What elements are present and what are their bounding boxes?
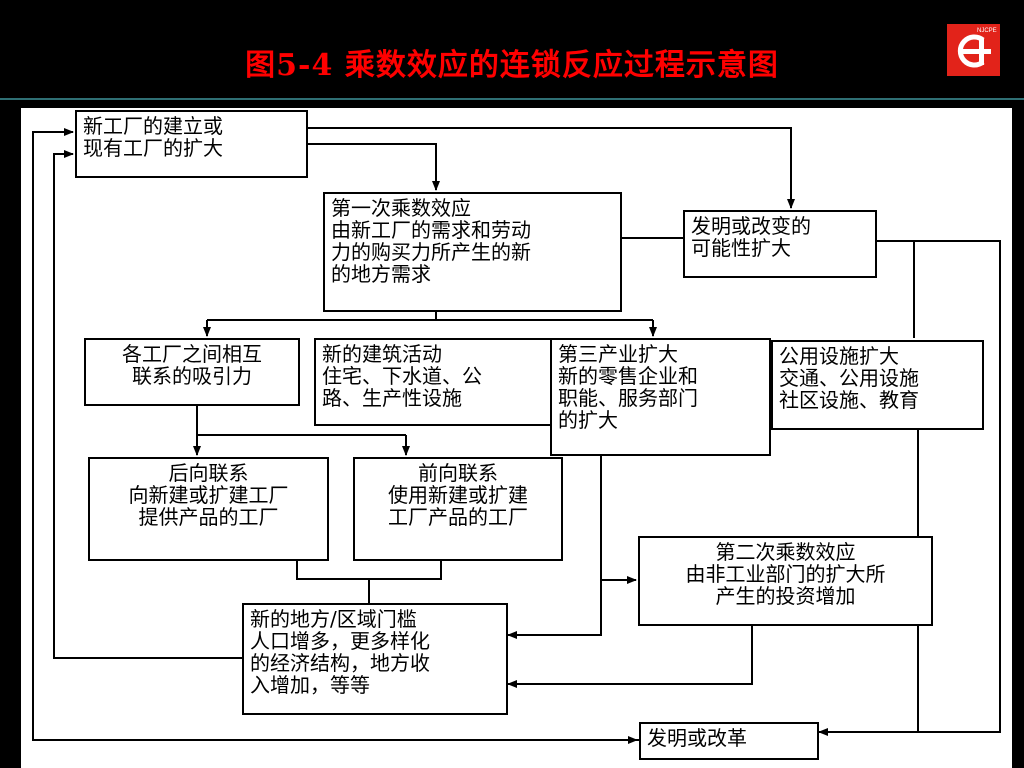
- connector-backward-to-local: [296, 559, 442, 580]
- node-forward: 前向联系 使用新建或扩建 工厂产品的工厂: [353, 457, 563, 561]
- diagram-canvas: 新工厂的建立或 现有工厂的扩大 第一次乘数效应 由新工厂的需求和劳动 力的购买力…: [21, 108, 1012, 768]
- njcpe-logo-icon: NJCPE: [947, 24, 1000, 76]
- node-first-multiplier: 第一次乘数效应 由新工厂的需求和劳动 力的购买力所产生的新 的地方需求: [323, 192, 622, 312]
- node-utilities: 公用设施扩大 交通、公用设施 社区设施、教育: [771, 340, 984, 430]
- header-divider: [0, 98, 1024, 100]
- connector-utilities-to-invention2: [917, 428, 1001, 733]
- connector-tertiary-to-local: [507, 455, 602, 639]
- connector-second-to-local: [507, 625, 753, 688]
- connector-lines: [32, 127, 1001, 744]
- node-new-factory: 新工厂的建立或 现有工厂的扩大: [75, 110, 308, 178]
- node-local-threshold: 新的地方/区域门槛 人口增多，更多样化 的经济结构，地方收 入增加，等等: [242, 603, 508, 715]
- connector-factory-to-invention: [306, 127, 795, 209]
- logo-text: NJCPE: [977, 28, 997, 34]
- page-title: 图5-4 乘数效应的连锁反应过程示意图: [245, 48, 779, 83]
- connector-local-feedback: [53, 150, 244, 659]
- node-construction: 新的建筑活动 住宅、下水道、公 路、生产性设施: [314, 338, 559, 426]
- node-backward: 后向联系 向新建或扩建工厂 提供产品的工厂: [88, 457, 329, 561]
- node-inter-factory: 各工厂之间相互 联系的吸引力: [84, 338, 300, 406]
- node-second-multiplier: 第二次乘数效应 由非工业部门的扩大所 产生的投资增加: [638, 536, 933, 626]
- connector-factory-to-first: [306, 143, 440, 191]
- node-tertiary: 第三产业扩大 新的零售企业和 职能、服务部门 的扩大: [550, 338, 771, 456]
- node-invention-1: 发明或改变的 可能性扩大: [683, 210, 877, 278]
- node-invention-2: 发明或改革: [639, 722, 819, 760]
- connector-invention-right: [818, 240, 1001, 736]
